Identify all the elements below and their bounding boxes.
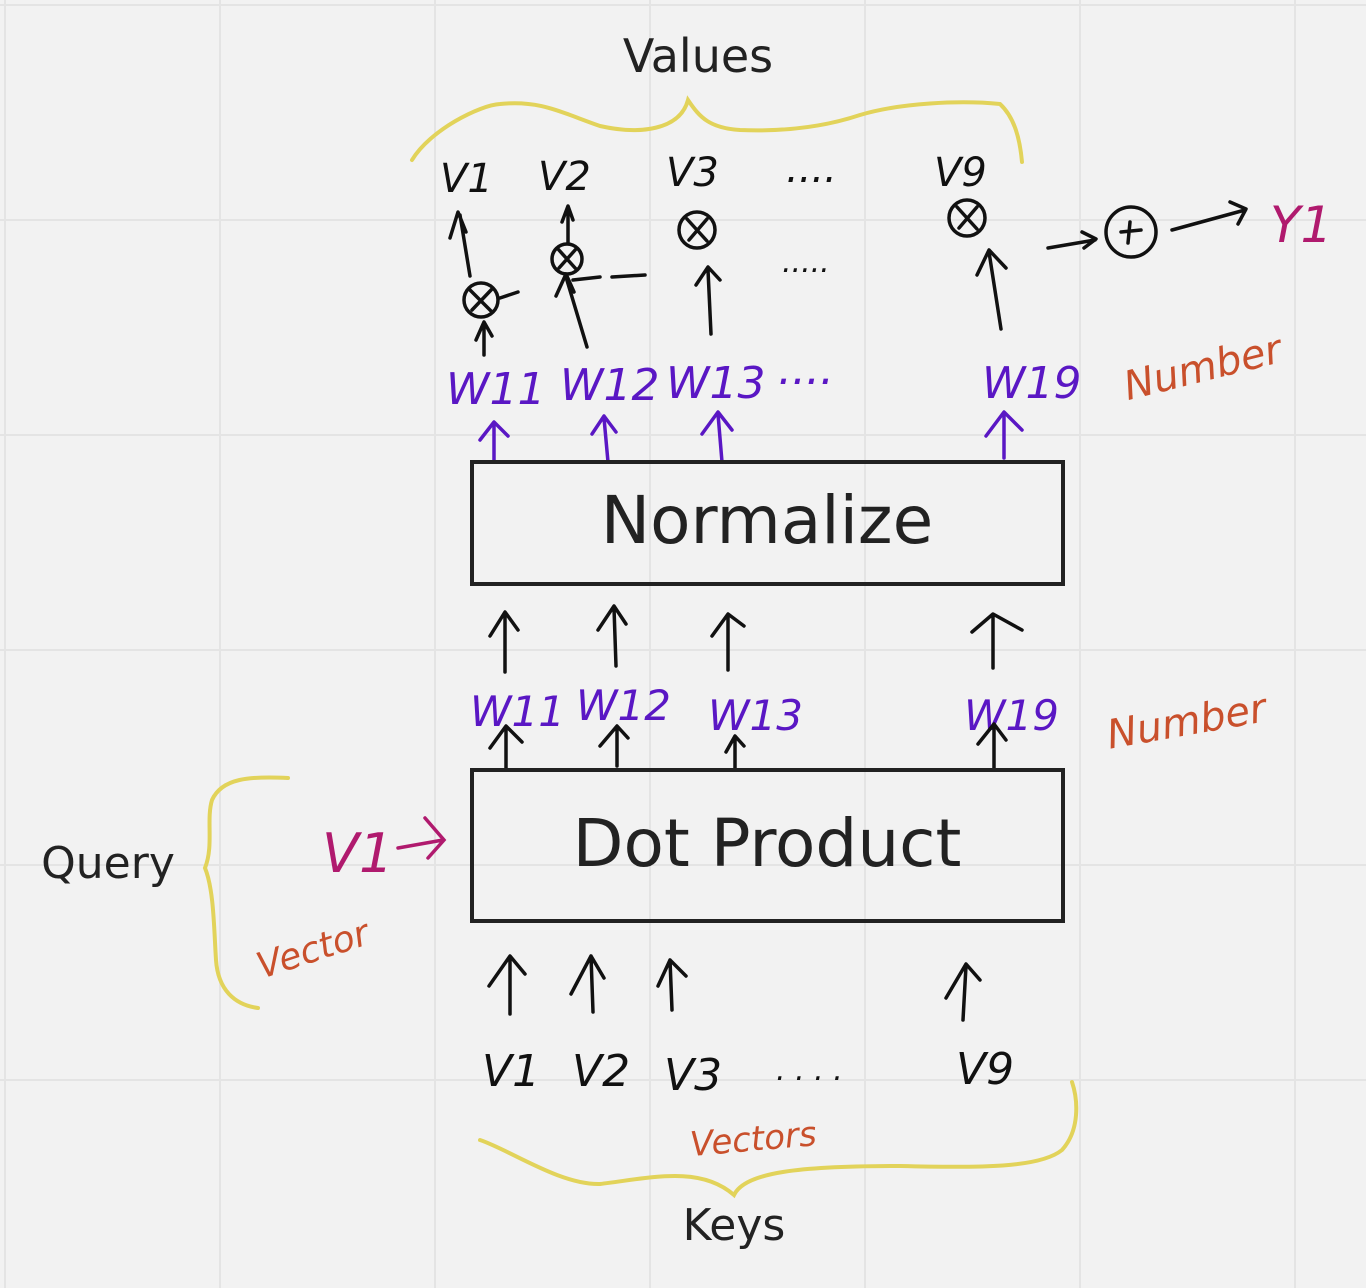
arrow-up-icon (554, 272, 589, 349)
key-v1: V1 (482, 1046, 540, 1097)
arrow-up-icon (656, 958, 688, 1012)
arrow-right-icon (1170, 200, 1248, 232)
keys-brace (478, 1080, 1079, 1199)
values-brace (410, 95, 1024, 164)
arrow-up-icon (598, 724, 630, 768)
normalize-input-arrows (488, 604, 1024, 674)
raw-weight-w12: W12 (576, 681, 671, 730)
key-v9: V9 (956, 1044, 1014, 1095)
value-ellipsis: .... (786, 146, 837, 192)
raw-weight-w13: W13 (708, 691, 803, 740)
arrow-up-icon (724, 734, 746, 772)
values-label: Values (623, 29, 773, 83)
key-v3: V3 (664, 1050, 722, 1101)
arrow-up-icon (487, 954, 527, 1016)
arrow-up-icon (944, 962, 982, 1022)
dot-product-label: Dot Product (573, 805, 962, 882)
annotation-number-bottom: Number (1103, 685, 1272, 759)
arrow-up-icon (488, 724, 524, 772)
normalize-output-arrows (478, 410, 1024, 464)
normalize-box: Normalize (470, 460, 1065, 586)
values-row: V1 V2 V3 .... V9 (440, 146, 987, 202)
norm-weight-w12: W12 (560, 360, 660, 411)
annotation-vector: Vector (252, 912, 377, 987)
query-brace (202, 775, 290, 1010)
arrow-up-icon (975, 248, 1008, 331)
keys-label: Keys (683, 1200, 786, 1251)
norm-weight-w11: W11 (446, 364, 546, 415)
arrow-up-icon (694, 265, 722, 336)
annotation-vectors: Vectors (688, 1114, 818, 1165)
arrow-up-icon (560, 204, 575, 245)
multiply-icon (677, 210, 717, 250)
raw-weight-w11: W11 (470, 687, 565, 736)
key-ellipsis: . . . . (776, 1053, 843, 1088)
value-v3: V3 (666, 150, 719, 196)
dot-product-output-arrows (488, 722, 1008, 772)
output-y1: Y1 (1270, 196, 1332, 254)
annotation-number-top: Number (1119, 326, 1289, 410)
dots-middle: ..... (782, 245, 830, 280)
arrow-up-icon (590, 414, 618, 464)
dot-product-input-arrows (487, 954, 982, 1022)
value-v9: V9 (934, 150, 987, 196)
key-v2: V2 (572, 1046, 630, 1097)
arrow-up-icon (596, 604, 628, 668)
normalize-label: Normalize (601, 482, 933, 559)
raw-weight-w19: W19 (964, 691, 1059, 740)
keys-row: V1 V2 V3 . . . . V9 (482, 1044, 1014, 1101)
arrow-right-icon (396, 816, 447, 860)
arrow-up-icon (976, 722, 1008, 770)
raw-weights: W11 W12 W13 W19 (470, 681, 1059, 740)
dot-product-box: Dot Product (470, 768, 1065, 923)
arrow-up-icon (448, 210, 472, 278)
sum-icon (1104, 205, 1158, 259)
arrow-up-icon (569, 954, 606, 1014)
arrow-up-icon (700, 410, 734, 464)
arrow-up-icon (478, 420, 510, 464)
multiply-operators (462, 198, 987, 319)
norm-weight-ellipsis: .... (778, 344, 834, 395)
norm-weight-w19: W19 (982, 358, 1082, 409)
query-vector-v1: V1 (322, 822, 393, 885)
multiply-icon (462, 281, 500, 319)
multiply-icon (947, 198, 987, 238)
query-label: Query (41, 838, 175, 889)
arrow-right-icon (1046, 230, 1098, 250)
arrow-up-icon (488, 610, 520, 674)
arrow-up-icon (710, 612, 746, 672)
dash-connector (498, 273, 647, 300)
value-arrows (448, 204, 1008, 357)
arrow-up-icon (970, 612, 1024, 670)
arrow-up-icon (984, 410, 1024, 460)
norm-weight-w13: W13 (666, 358, 766, 409)
arrow-up-icon (474, 320, 494, 357)
normalized-weights: W11 W12 W13 .... W19 (446, 344, 1082, 415)
value-v1: V1 (440, 156, 493, 202)
value-v2: V2 (538, 154, 591, 200)
multiply-icon (550, 242, 584, 276)
